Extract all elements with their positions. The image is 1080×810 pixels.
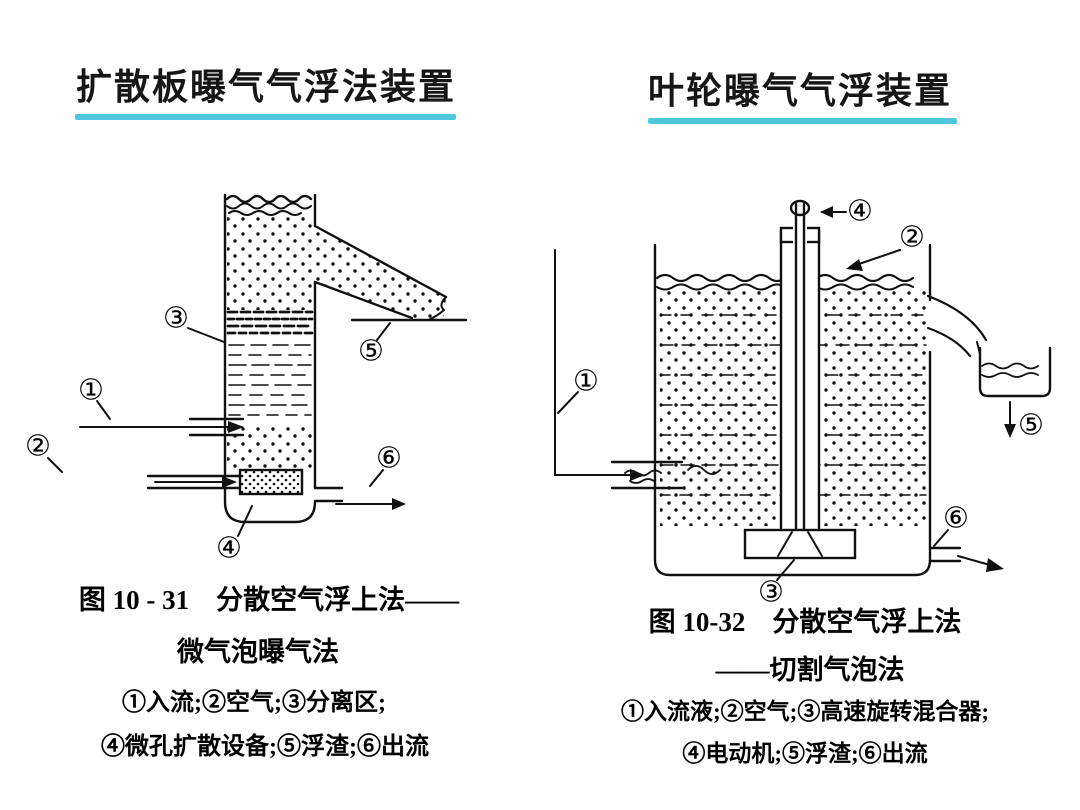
right-label-inflow: ① [573,363,599,398]
left-title-underline [75,114,456,120]
left-figure-caption-line2: 微气泡曝气法 [177,637,339,667]
right-title-underline [648,118,957,124]
left-diffuser-plate [238,468,304,496]
right-label-scum: ⑤ [1018,407,1044,442]
left-separation-zone [226,310,314,335]
right-figure-legend-line1: ①入流液;②空气;③高速旋转混合器; [621,699,989,724]
left-scum-layer [225,194,313,216]
right-label-outflow: ⑥ [943,500,969,535]
left-label-separation-zone: ③ [163,300,189,335]
right-tank-outline [653,243,932,577]
left-froth-chute [313,224,468,322]
left-title: 扩散板曝气气浮法装置 [76,66,457,107]
left-inflow-pipe [79,400,245,437]
left-diagram [47,193,468,537]
left-figure-caption-line1: 图 10 - 31 分散空气浮上法—— [78,585,460,615]
right-bubble-zone-right [822,288,926,526]
right-scum-tray [978,346,1052,438]
right-label-air: ② [899,219,925,254]
left-label-scum: ⑤ [358,333,384,368]
left-scum-pointer [376,322,391,341]
right-figure-legend-line2: ④电动机;⑤浮渣;⑥出流 [682,741,928,766]
left-liquid-lines [228,344,312,416]
right-inflow-pipe [554,249,721,490]
left-label-outflow: ⑥ [376,440,402,475]
right-title: 叶轮曝气气浮装置 [648,70,953,111]
right-bubble-zone-left [660,288,778,526]
right-motor-pointer [820,206,847,218]
right-label-motor: ④ [847,193,873,228]
right-shaft [789,199,811,532]
left-bubble-zone [227,216,313,310]
right-figure-caption-line2: ——切割气泡法 [715,655,905,685]
left-label-air: ② [25,428,51,463]
right-impeller [743,528,857,581]
right-overflow-spout [926,294,988,358]
left-figure-legend-line1: ①入流;②空气;③分离区; [122,690,386,716]
right-figure-caption-line1: 图 10-32 分散空气浮上法 [648,607,962,637]
left-figure-legend-line2: ④微孔扩散设备;⑤浮渣;⑥出流 [101,734,429,760]
left-outflow-pipe [313,469,406,510]
right-outflow-pipe [928,529,1004,572]
right-air-pointer [846,249,901,271]
left-air-pipe [47,457,242,490]
right-diagram [554,199,1052,581]
left-diffuser-pointer [237,505,253,537]
right-label-mixer: ③ [758,574,784,609]
left-label-diffuser: ④ [216,530,242,565]
left-lower-bubble-zone [227,424,313,468]
left-froth-fill [315,226,446,322]
left-separation-pointer [187,327,225,343]
left-label-inflow: ① [78,372,104,407]
